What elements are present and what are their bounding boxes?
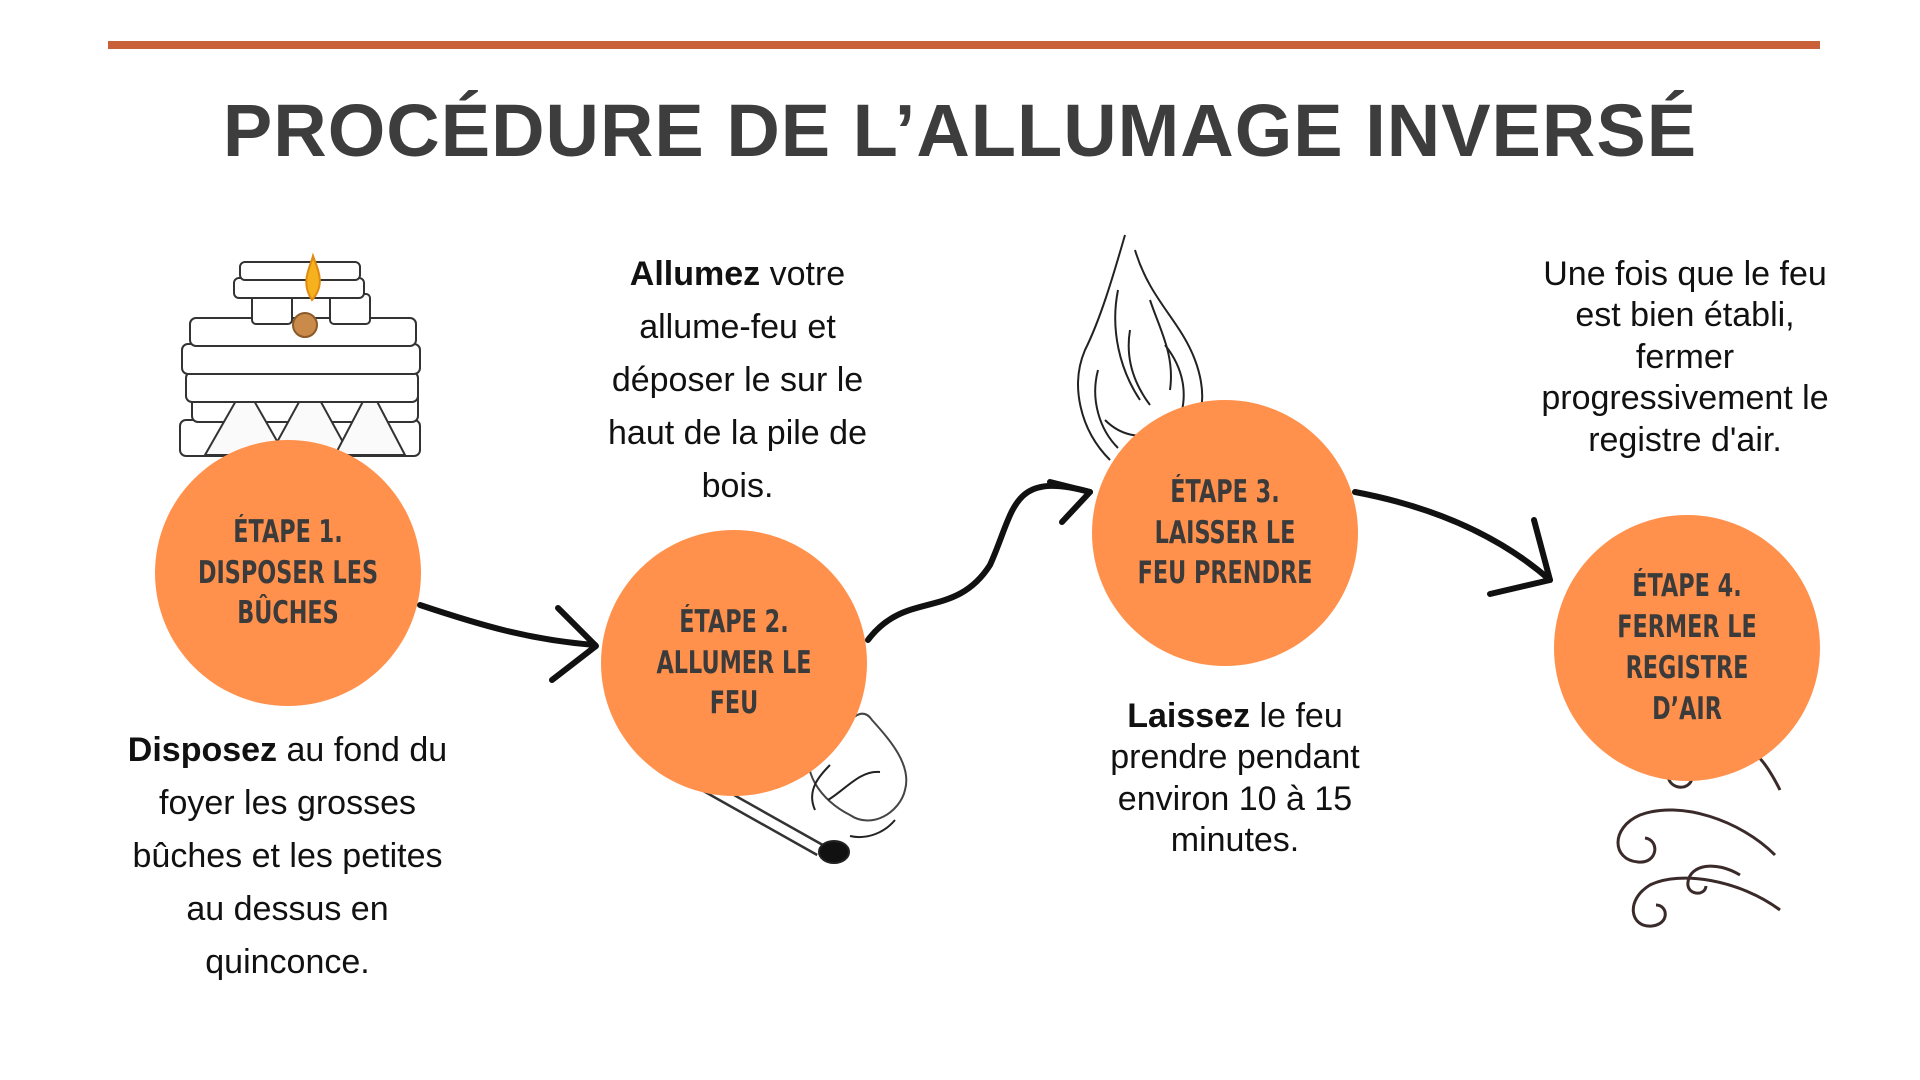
step-1-desc-text: au fond du foyer les grosses bûches et l… bbox=[132, 731, 448, 982]
step-2-desc-bold: Allumez bbox=[629, 255, 761, 293]
step-1-description: Disposez au fond du foyer les grosses bû… bbox=[115, 724, 460, 989]
arrow-1-to-2 bbox=[417, 602, 598, 648]
step-2-description: Allumez votre allume-feu et déposer le s… bbox=[590, 248, 885, 513]
step-2-desc-text: votre allume-feu et déposer le sur le ha… bbox=[608, 255, 867, 506]
step-1-circle: ÉTAPE 1. DISPOSER LES BÛCHES bbox=[155, 440, 421, 706]
step-3-description: Laissez le feu prendre pendant environ 1… bbox=[1105, 696, 1365, 862]
step-4-circle: ÉTAPE 4. FERMER LE REGISTRE D’AIR bbox=[1554, 515, 1820, 781]
page-title: PROCÉDURE DE L’ALLUMAGE INVERSÉ bbox=[222, 89, 1698, 172]
step-3-label: ÉTAPE 3. LAISSER LE FEU PRENDRE bbox=[1137, 473, 1313, 592]
step-1-label: ÉTAPE 1. DISPOSER LES BÛCHES bbox=[197, 513, 379, 632]
arrow-2-to-3 bbox=[865, 482, 1093, 643]
step-3-desc-text: le feu prendre pendant environ 10 à 15 m… bbox=[1110, 697, 1360, 860]
flame-icon bbox=[1077, 234, 1204, 461]
arrows bbox=[417, 479, 1553, 683]
step-4-description: Une fois que le feu est bien établi, fer… bbox=[1540, 254, 1830, 461]
step-3-desc-bold: Laissez bbox=[1127, 697, 1251, 735]
arrow-3-to-4-head bbox=[1487, 517, 1553, 597]
step-4-label: ÉTAPE 4. FERMER LE REGISTRE D’AIR bbox=[1617, 568, 1757, 727]
step-1-desc-bold: Disposez bbox=[127, 731, 278, 769]
step-2-circle: ÉTAPE 2. ALLUMER LE FEU bbox=[601, 530, 867, 796]
arrow-1-to-2-head bbox=[549, 605, 599, 683]
step-3-circle: ÉTAPE 3. LAISSER LE FEU PRENDRE bbox=[1092, 400, 1358, 666]
arrow-2-to-3-head bbox=[1047, 479, 1093, 525]
arrow-3-to-4 bbox=[1352, 489, 1553, 583]
log-pile-icon bbox=[179, 252, 421, 457]
top-rule bbox=[108, 41, 1820, 49]
step-2-label: ÉTAPE 2. ALLUMER LE FEU bbox=[656, 603, 812, 722]
step-4-desc-text: Une fois que le feu est bien établi, fer… bbox=[1541, 255, 1829, 459]
